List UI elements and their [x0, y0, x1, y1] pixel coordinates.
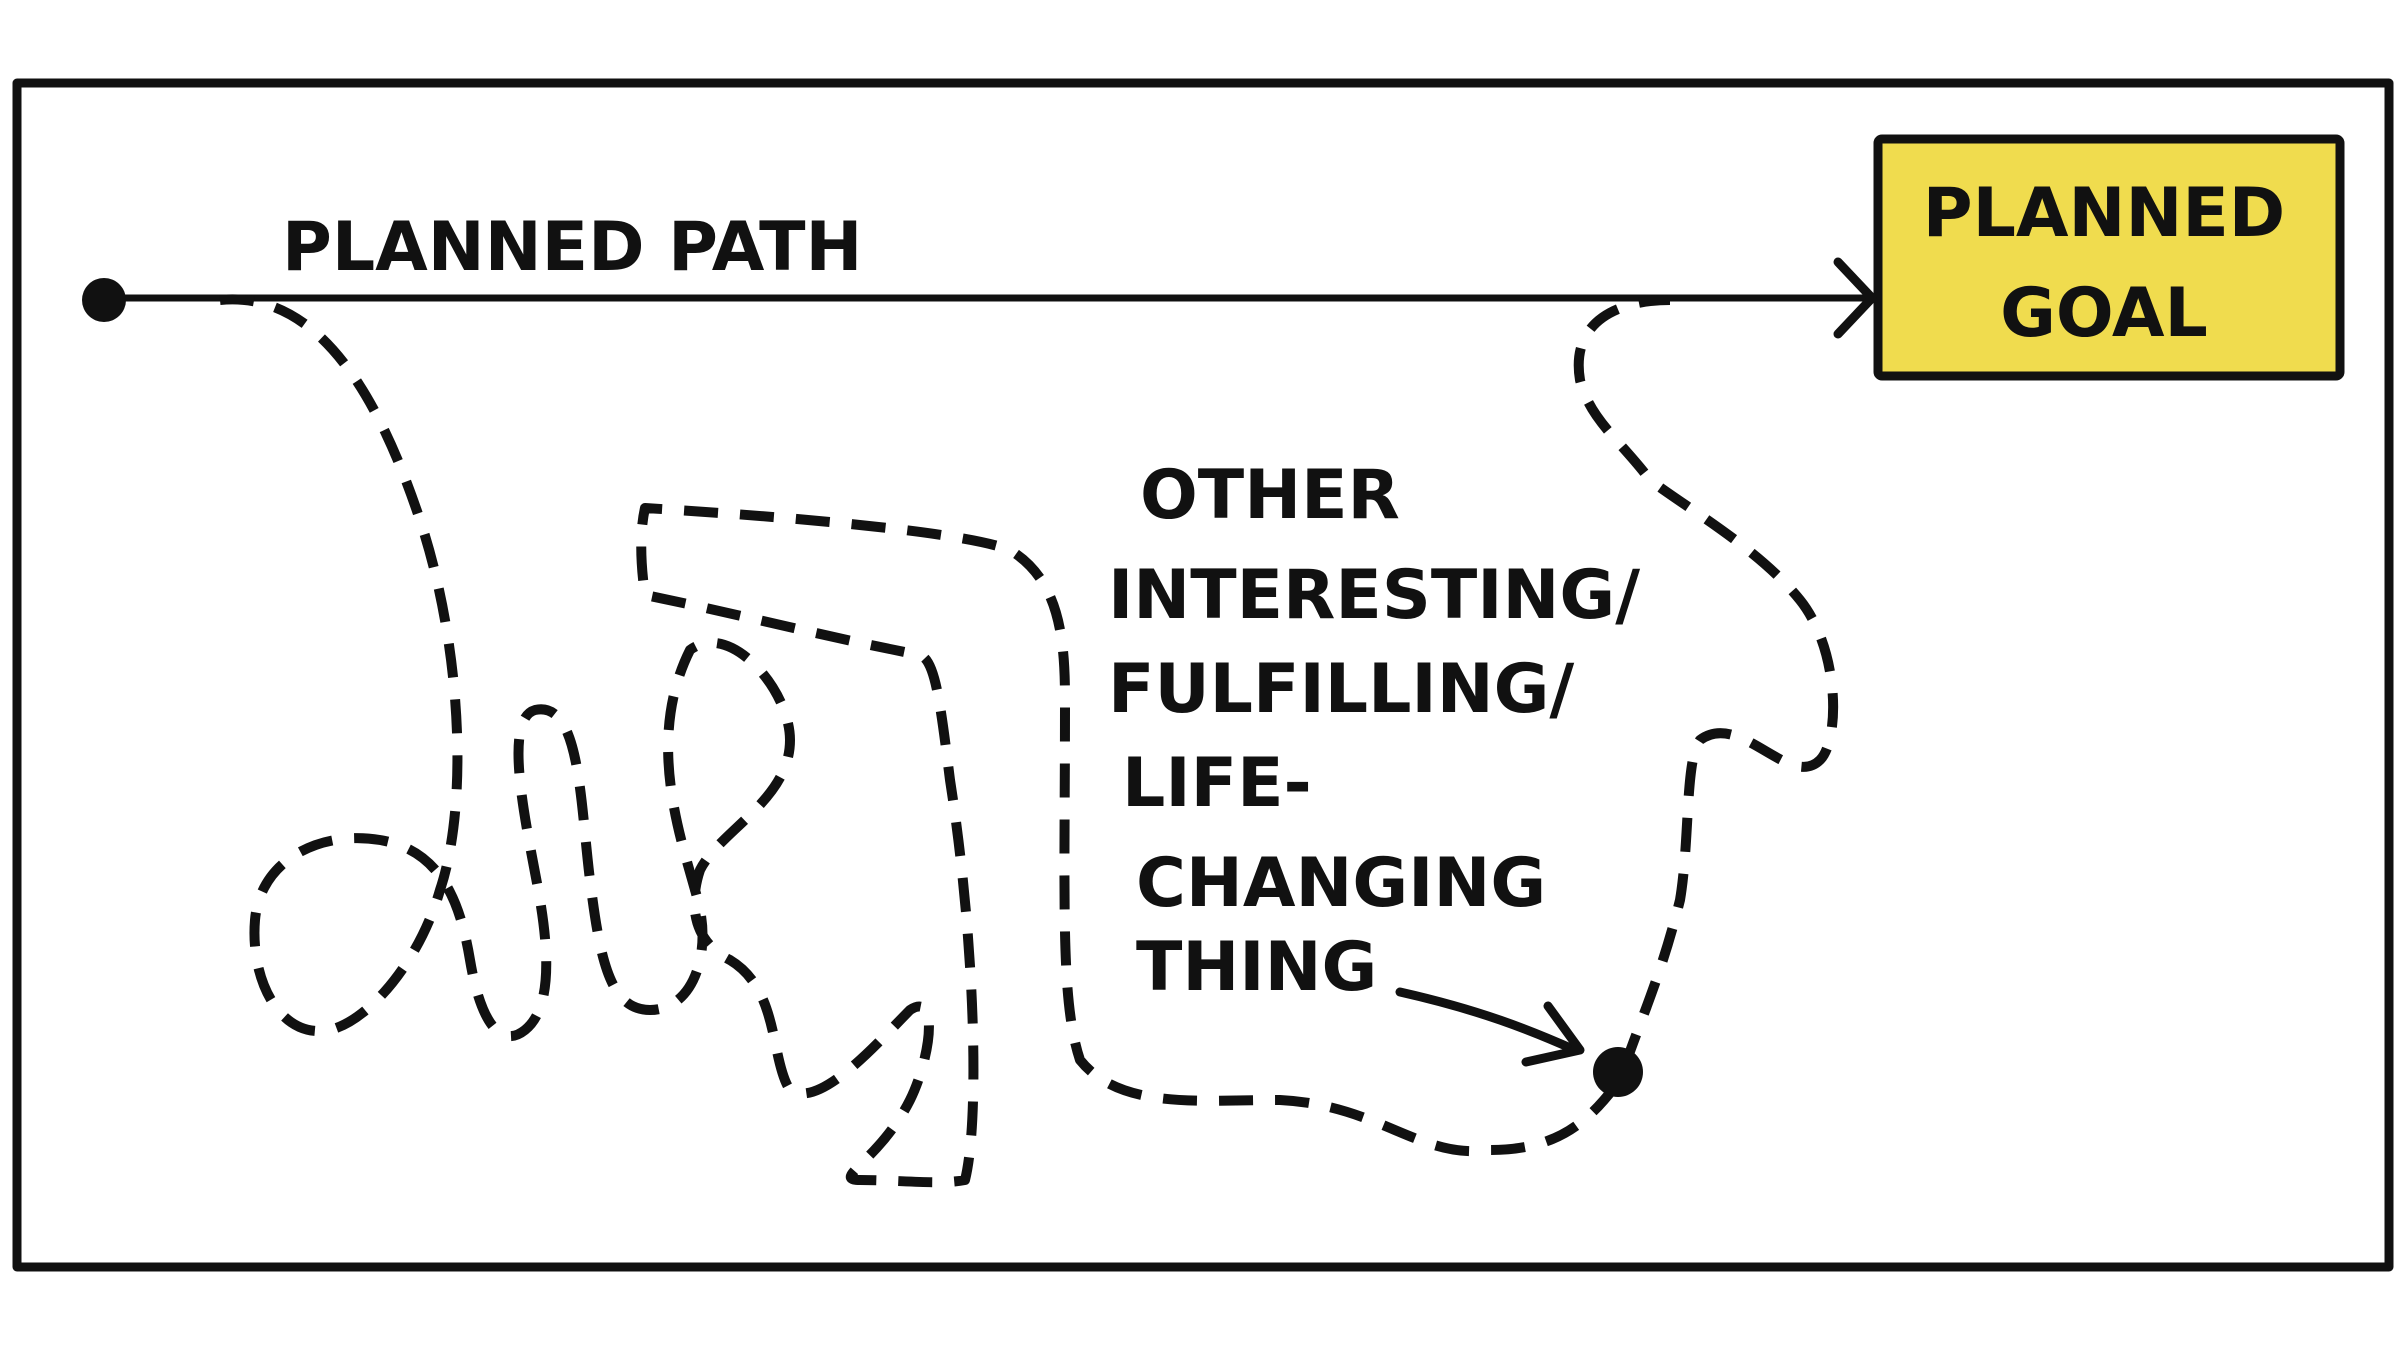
other-thing-line-4: LIFE- — [1122, 744, 1312, 823]
other-thing-line-1: OTHER — [1140, 456, 1400, 535]
planned-goal-box — [1873, 134, 2345, 381]
other-thing-line-6: THING — [1136, 928, 1377, 1007]
other-thing-line-2: INTERESTING/ — [1108, 556, 1640, 635]
start-point — [82, 278, 126, 322]
pointer-arrow — [1395, 987, 1580, 1055]
discovery-point — [1593, 1047, 1643, 1097]
planned-goal-line-1: PLANNED — [1923, 174, 2286, 253]
outer-frame — [12, 78, 2394, 1272]
wandering-path — [219, 294, 1839, 1188]
other-thing-line-3: FULFILLING/ — [1108, 650, 1574, 729]
planned-path-label: PLANNED PATH — [282, 208, 862, 287]
pointer-arrowhead — [1521, 1001, 1585, 1067]
planned-goal-line-2: GOAL — [2000, 274, 2208, 353]
planned-path-arrowhead — [1833, 257, 1877, 339]
other-thing-line-5: CHANGING — [1136, 844, 1546, 923]
